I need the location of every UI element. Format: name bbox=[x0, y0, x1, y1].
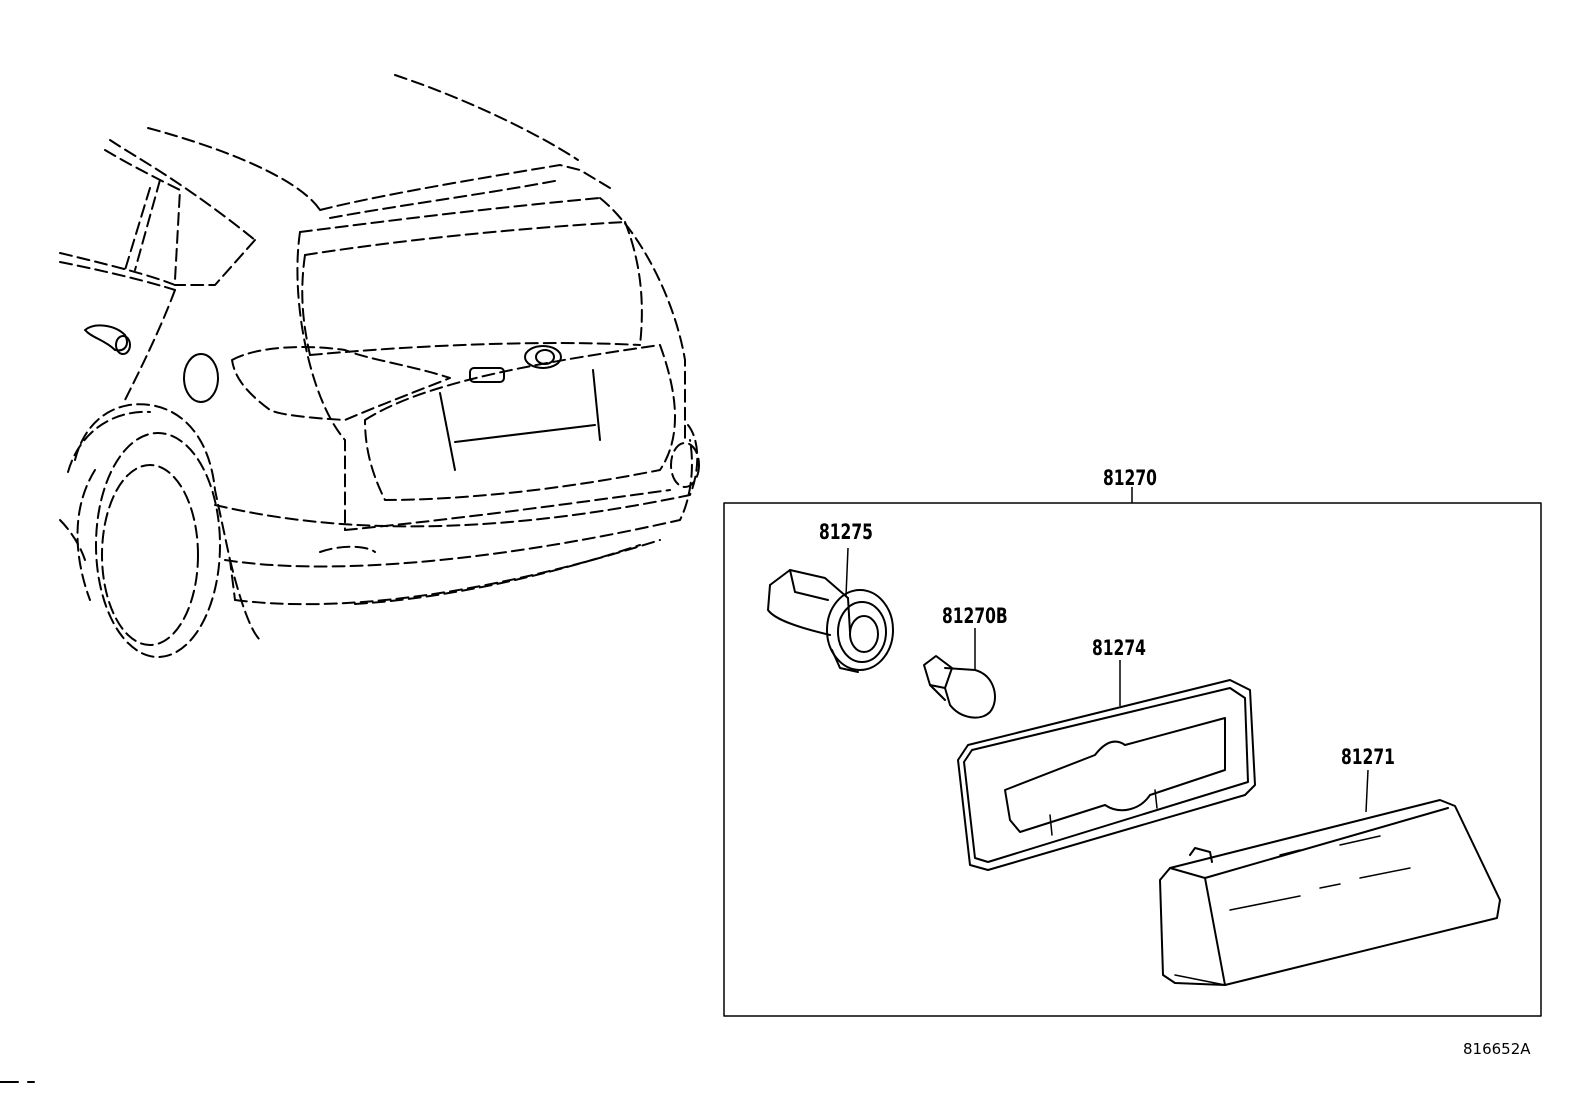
license-lamp-right-marker bbox=[524, 345, 562, 369]
bulb-illustration bbox=[923, 628, 996, 719]
part-number-lens: 81271 bbox=[1341, 745, 1395, 769]
part-number-gasket: 81274 bbox=[1092, 636, 1146, 660]
part-number-socket: 81275 bbox=[819, 520, 873, 544]
license-lamp-left-marker bbox=[469, 367, 505, 383]
vehicle-rear-illustration bbox=[59, 74, 700, 658]
part-number-bulb: 81270B bbox=[942, 604, 1008, 628]
lens-illustration bbox=[1159, 769, 1501, 986]
socket-illustration bbox=[767, 547, 894, 673]
illustration-code: 816652A bbox=[1463, 1040, 1531, 1058]
gasket-illustration bbox=[957, 660, 1256, 871]
assembly-part-number: 81270 bbox=[1103, 466, 1157, 490]
